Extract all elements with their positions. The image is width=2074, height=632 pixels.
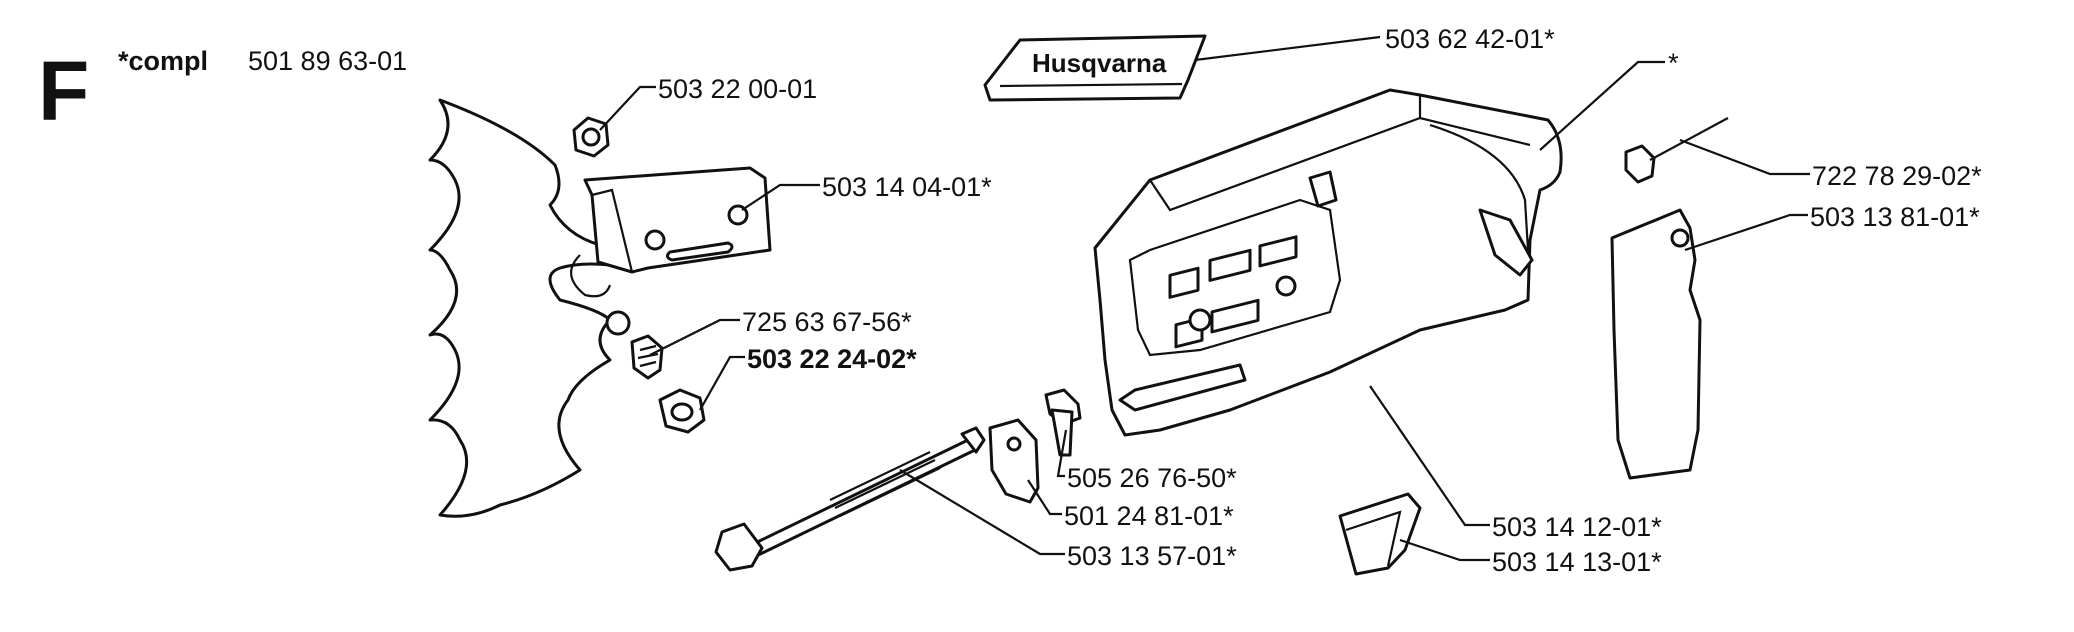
small-pin-shaft — [1649, 117, 1729, 161]
leader-p5 — [1679, 138, 1810, 176]
label-p8: 503 22 24-02* — [747, 344, 917, 374]
cover-vent-1 — [1168, 266, 1200, 299]
cover-vent-5 — [1210, 298, 1260, 334]
cover-inner — [1128, 198, 1342, 357]
nut-bottom-hole — [670, 402, 694, 422]
cover-clip — [1478, 208, 1534, 277]
wedge-edge — [1345, 510, 1402, 567]
plate-cutout — [570, 254, 612, 298]
leader-p9 — [1056, 429, 1068, 478]
cover-foot — [1118, 363, 1247, 412]
label-p13: 503 14 13-01* — [1492, 547, 1662, 577]
bracket-fold — [591, 188, 634, 273]
wedge — [1338, 492, 1422, 576]
brand-logo: Husqvarna — [1032, 48, 1167, 78]
guard-plate-hole — [1670, 228, 1690, 248]
washer-plate — [988, 418, 1040, 504]
decal-stripe — [999, 82, 1183, 88]
leader-p8 — [699, 355, 745, 411]
small-pin-head — [1624, 144, 1656, 184]
cover-boss — [1188, 308, 1212, 332]
label-p9: 505 26 76-50* — [1067, 463, 1237, 493]
bracket-hole-left — [644, 229, 666, 251]
chain-guide-plate — [428, 98, 612, 518]
cover-lip — [1429, 123, 1530, 251]
label-p11: 503 13 57-01* — [1067, 541, 1237, 571]
label-p10: 501 24 81-01* — [1064, 501, 1234, 531]
cover-tab — [1308, 170, 1338, 208]
label-p12: 503 14 12-01* — [1492, 512, 1662, 542]
screw-small-thread — [637, 344, 659, 368]
washer-hole — [1006, 436, 1022, 452]
chain-cover — [1093, 88, 1563, 437]
label-p1: 503 62 42-01* — [1385, 24, 1555, 54]
pin-shaft — [1050, 408, 1074, 457]
label-p7: 725 63 67-56* — [742, 307, 912, 337]
leader-p6 — [1684, 213, 1808, 252]
label-p5: 722 78 29-02* — [1812, 161, 1982, 191]
leader-p3 — [599, 85, 656, 131]
leader-p10 — [1027, 479, 1062, 516]
leader-p11 — [899, 469, 1065, 556]
tensioner-screw-tip — [960, 426, 986, 454]
leader-p7 — [649, 318, 740, 356]
assembly-number: 501 89 63-01 — [248, 46, 407, 76]
leader-p13 — [1399, 538, 1490, 562]
plate-hole — [605, 310, 631, 336]
leader-p4 — [741, 183, 820, 211]
leader-p1 — [1194, 35, 1381, 62]
cover-vent-2 — [1208, 248, 1252, 282]
assembly-prefix: *compl — [118, 46, 208, 76]
bracket-slot — [665, 241, 734, 262]
label-p6: 503 13 81-01* — [1810, 202, 1980, 232]
tensioner-screw-shaft — [743, 438, 977, 560]
tensioner-screw-thread — [829, 451, 941, 517]
nut-top-hole — [581, 127, 601, 147]
leader-p12 — [1369, 385, 1490, 527]
tensioner-screw-head — [714, 522, 764, 572]
label-p3: 503 22 00-01 — [658, 74, 817, 104]
label-p4: 503 14 04-01* — [822, 172, 992, 202]
section-letter: F — [38, 44, 89, 138]
guard-plate — [1610, 208, 1702, 480]
label-p2: * — [1668, 48, 1679, 78]
cover-vent-3 — [1258, 235, 1298, 268]
leader-p2 — [1539, 60, 1665, 151]
cover-top-edge — [1149, 95, 1531, 212]
cover-boss-2 — [1275, 275, 1297, 297]
